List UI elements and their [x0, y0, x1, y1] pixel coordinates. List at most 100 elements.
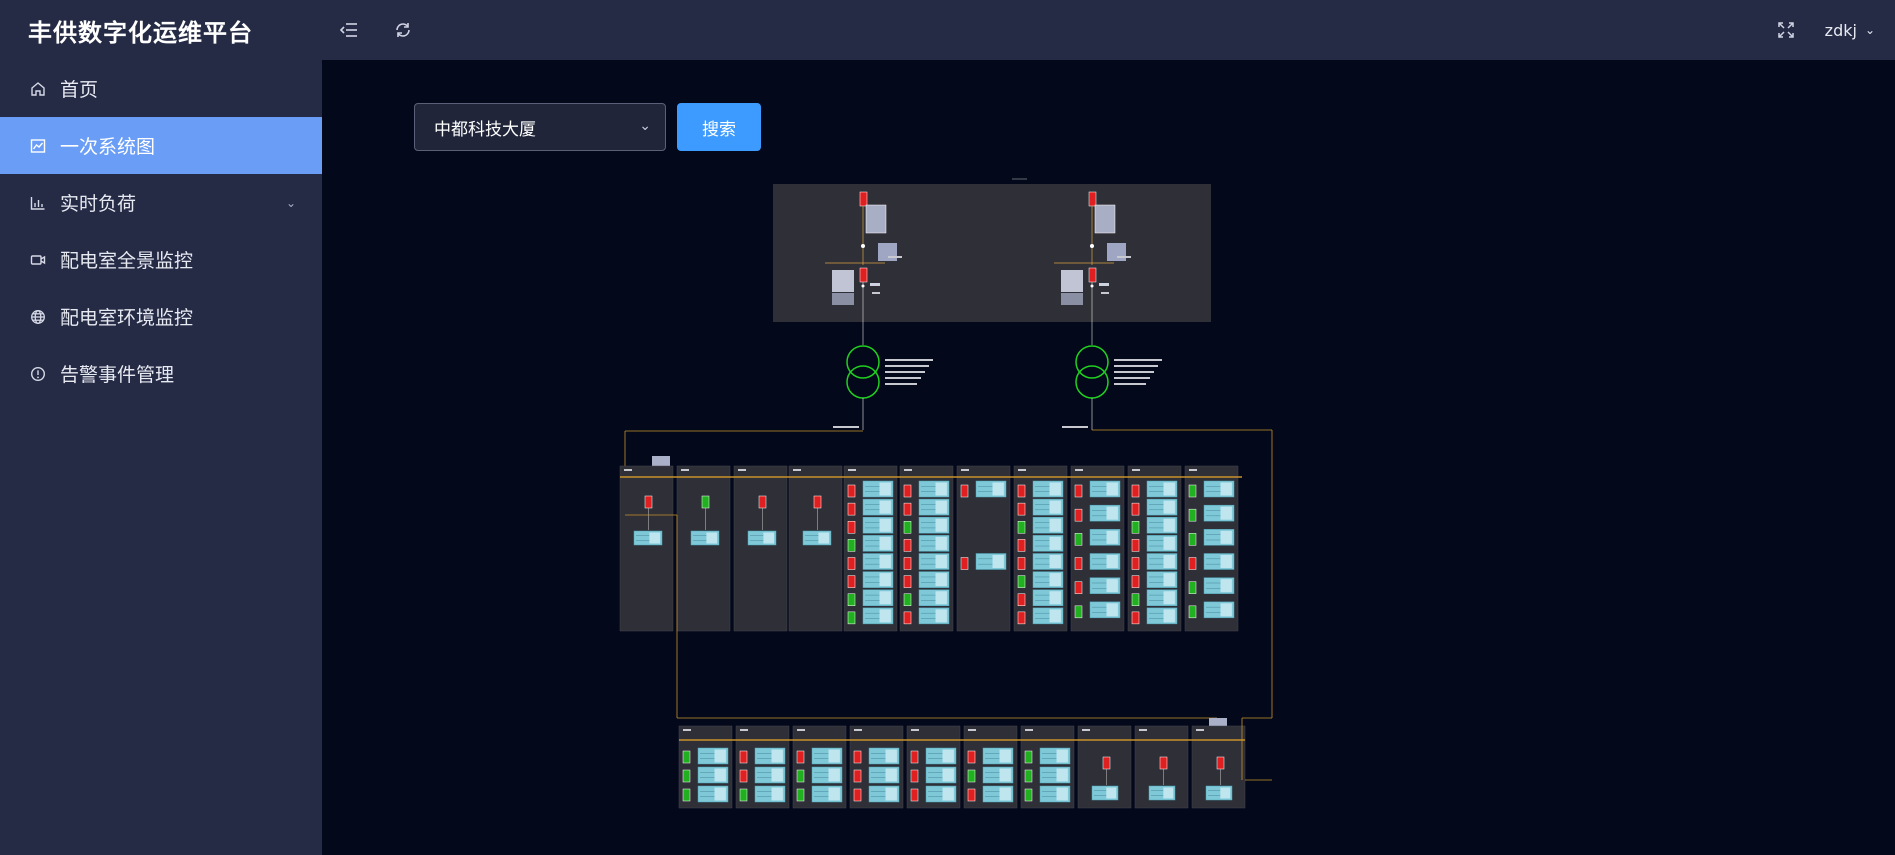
- breaker-open: [1074, 605, 1083, 619]
- text-line: [885, 383, 917, 385]
- breaker-closed: [1074, 557, 1083, 570]
- text-line: [904, 469, 912, 471]
- meter-readout: [999, 787, 1011, 801]
- breaker-closed: [1017, 502, 1026, 516]
- meter-readout: [706, 532, 718, 544]
- text-line: [1101, 292, 1109, 294]
- text-line: [848, 469, 856, 471]
- fullscreen-icon[interactable]: [1759, 0, 1813, 60]
- breaker-open: [1131, 593, 1140, 606]
- refresh-icon[interactable]: [376, 0, 430, 60]
- protection-relay: [865, 204, 887, 234]
- breaker-closed: [847, 502, 856, 516]
- relay-panel-base: [832, 293, 854, 305]
- breaker-closed: [1131, 502, 1140, 516]
- meter-readout: [1220, 603, 1232, 617]
- user-menu[interactable]: zdkj ⌄: [1813, 21, 1895, 40]
- sidebar-item-realtime-load[interactable]: 实时负荷 ⌄: [0, 174, 322, 231]
- breaker-open: [701, 495, 710, 509]
- text-line: [1139, 729, 1147, 731]
- meter-readout: [879, 591, 891, 605]
- breaker-open: [1074, 533, 1083, 546]
- breaker-closed: [1074, 508, 1083, 522]
- meter-readout: [885, 749, 897, 763]
- sidebar-item-primary-diagram[interactable]: 一次系统图: [0, 117, 322, 174]
- meter-readout: [1163, 518, 1175, 532]
- building-select[interactable]: 中都科技大厦 ⌄: [414, 103, 666, 151]
- breaker-closed: [910, 769, 919, 783]
- text-line: [1082, 729, 1090, 731]
- breaker-closed: [1159, 756, 1168, 770]
- meter-readout: [935, 500, 947, 514]
- breaker-closed: [1131, 539, 1140, 552]
- lv-cabinet: [619, 465, 674, 632]
- meter-readout: [879, 609, 891, 623]
- text-line: [1196, 729, 1204, 731]
- breaker-closed: [1074, 484, 1083, 498]
- sidebar-item-label: 告警事件管理: [60, 364, 175, 386]
- sidebar-item-label: 配电室全景监控: [60, 250, 194, 272]
- meter-readout: [771, 768, 783, 782]
- breaker-open: [682, 769, 691, 783]
- transformer-winding: [1075, 365, 1109, 399]
- lv-cabinet: [788, 465, 843, 632]
- text-line: [888, 256, 902, 258]
- meter-readout: [1049, 591, 1061, 605]
- breaker-open: [903, 593, 912, 606]
- breaker-closed: [1131, 557, 1140, 570]
- meter-readout: [879, 500, 891, 514]
- search-button[interactable]: 搜索: [677, 103, 761, 151]
- text-line: [624, 469, 632, 471]
- meter-readout: [818, 532, 830, 544]
- sidebar-item-label: 实时负荷: [60, 193, 137, 215]
- text-line: [961, 469, 969, 471]
- sidebar-item-alarm-events[interactable]: 告警事件管理: [0, 345, 322, 402]
- breaker-closed: [1102, 756, 1111, 770]
- meter-readout: [1049, 482, 1061, 496]
- text-line: [854, 729, 862, 731]
- breaker-open: [682, 750, 691, 764]
- meter-readout: [1106, 787, 1117, 799]
- meter-readout: [879, 555, 891, 568]
- breaker-open: [847, 593, 856, 606]
- sidebar-item-label: 首页: [60, 79, 99, 101]
- meter-readout: [763, 532, 775, 544]
- breaker-closed: [1017, 557, 1026, 570]
- relay-panel: [1061, 270, 1083, 292]
- text-line: [872, 292, 880, 294]
- meter-readout: [1049, 500, 1061, 514]
- status-table: [878, 243, 897, 261]
- meter-readout: [1106, 555, 1118, 568]
- breaker-closed: [739, 750, 748, 764]
- breaker-closed: [859, 191, 868, 207]
- sidebar-item-room-panorama[interactable]: 配电室全景监控: [0, 231, 322, 288]
- text-line: [885, 359, 933, 361]
- meter-readout: [942, 787, 954, 801]
- breaker-closed: [1131, 611, 1140, 625]
- menu-collapse-icon[interactable]: [322, 0, 376, 60]
- meter-readout: [1106, 482, 1118, 496]
- breaker-closed: [967, 750, 976, 764]
- sidebar-item-room-environment[interactable]: 配电室环境监控: [0, 288, 322, 345]
- top-header: 丰供数字化运维平台 zdkj ⌄: [0, 0, 1895, 60]
- meter-readout: [1220, 555, 1232, 568]
- breaker-open: [796, 769, 805, 783]
- meter-readout: [771, 787, 783, 801]
- main-content: 中都科技大厦 ⌄ 搜索: [322, 60, 1895, 855]
- text-line: [1189, 469, 1197, 471]
- breaker-closed: [739, 769, 748, 783]
- alert-icon: [28, 366, 48, 382]
- breaker-open: [1188, 605, 1197, 619]
- transformer-winding: [846, 345, 880, 379]
- meter-readout: [1220, 482, 1232, 496]
- sidebar-item-label: 一次系统图: [60, 136, 156, 158]
- breaker-closed: [1188, 557, 1197, 570]
- meter-readout: [1163, 609, 1175, 623]
- status-table: [1107, 243, 1126, 261]
- meter-readout: [828, 749, 840, 763]
- meter-readout: [1049, 518, 1061, 532]
- app-title: 丰供数字化运维平台: [28, 18, 253, 47]
- meter-readout: [1049, 573, 1061, 587]
- breaker-closed: [1017, 593, 1026, 606]
- sidebar-item-home[interactable]: 首页: [0, 60, 322, 117]
